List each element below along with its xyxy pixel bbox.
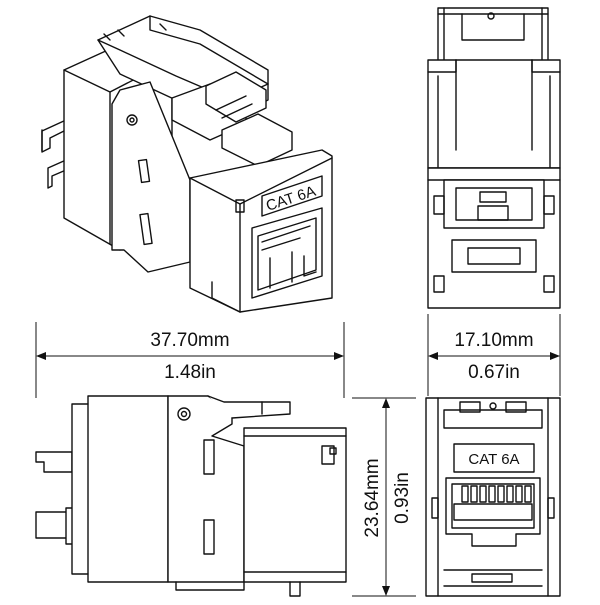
height-in-label: 0.93in [392, 472, 413, 524]
front-contact-pins [461, 485, 532, 503]
front-cat-label-box [453, 443, 535, 473]
side-back-body [71, 395, 169, 583]
height-mm-label: 23.64mm [362, 458, 383, 537]
dimension-height: 23.64mm 0.93in [352, 397, 416, 597]
dimension-width: 17.10mm 0.67in [427, 314, 561, 396]
dimension-length: 37.70mm 1.48in [35, 322, 345, 398]
front-cat-label: CAT 6A [468, 451, 519, 468]
top-view [427, 7, 561, 309]
length-mm-label: 37.70mm [150, 330, 229, 351]
width-mm-label: 17.10mm [454, 330, 533, 351]
isometric-view: CAT 6A [41, 15, 333, 313]
top-latch [437, 7, 549, 63]
top-body [427, 59, 561, 169]
length-in-label: 1.48in [164, 362, 216, 383]
front-view: CAT 6A [425, 397, 561, 597]
width-in-label: 0.67in [468, 362, 520, 383]
side-view [35, 395, 347, 597]
iso-rear-pins [41, 119, 67, 189]
side-front-housing [243, 427, 347, 583]
iso-side-clip [111, 81, 191, 273]
